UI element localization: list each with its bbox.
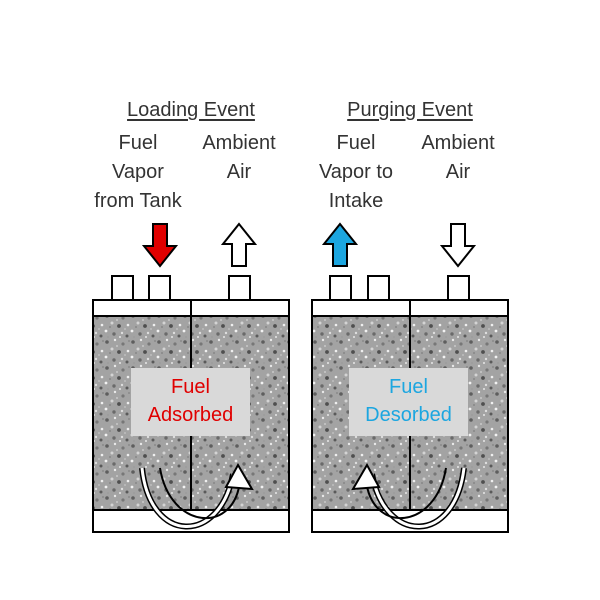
canister-port [329,275,352,301]
loading-event-heading: Loading Event [127,99,255,121]
flow-arrowhead [224,462,254,491]
fuel-desorbed-label: Fuel Desorbed [349,368,468,436]
flow-curve-arrow [365,467,447,519]
canister-port [111,275,134,301]
canister-port [367,275,390,301]
canister-port [148,275,171,301]
fuel-vapor-inflow-arrow [141,223,179,268]
canister-port [228,275,251,301]
loading-fuel-label: Fuel Vapor from Tank [94,132,182,212]
fuel-adsorbed-label: Fuel Adsorbed [131,368,250,436]
fuel-vapor-outflow-arrow [321,222,359,267]
ambient-air-inflow-arrow [439,223,477,268]
flow-curve-arrow [159,467,241,519]
canister-bottom-cap [311,509,509,533]
purging-event-heading: Purging Event [347,99,473,121]
flow-curve-arrow [370,467,466,528]
ambient-air-outflow-arrow [220,222,258,267]
purging-ambient-label: Ambient Air [421,132,495,183]
flow-arrowhead [351,462,381,491]
canister-bottom-cap [92,509,290,533]
loading-ambient-label: Ambient Air [202,132,276,183]
flow-curve-arrow [140,467,235,528]
purging-fuel-label: Fuel Vapor to Intake [318,132,394,212]
canister-port [447,275,470,301]
